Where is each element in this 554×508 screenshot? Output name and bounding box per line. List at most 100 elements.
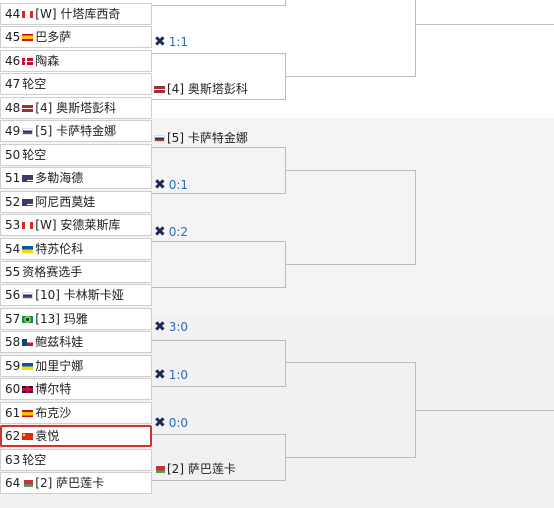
china-flag-icon (22, 433, 34, 440)
player-name: [W] 安德莱斯库 (35, 218, 121, 232)
match-score[interactable]: ✖0:2 (152, 221, 188, 243)
player-name: [2] 萨巴莲卡 (167, 462, 236, 476)
connector-line (152, 480, 286, 481)
connector-line (152, 386, 286, 387)
crossed-rackets-icon: ✖ (154, 367, 166, 383)
draw-entry-53[interactable]: 53 [W] 安德莱斯库 (0, 214, 152, 236)
usa-flag-icon (22, 175, 34, 182)
draw-position: 61 (5, 406, 21, 420)
draw-position: 63 (5, 453, 21, 467)
match-score[interactable]: ✖1:0 (152, 364, 188, 386)
player-name: 资格赛选手 (22, 265, 83, 279)
draw-position: 45 (5, 30, 21, 44)
ukraine-flag-icon (22, 363, 34, 370)
connector-line (415, 24, 554, 25)
advancing-player[interactable]: [2] 萨巴莲卡 (152, 458, 236, 480)
draw-entry-64[interactable]: 64 [2] 萨巴莲卡 (0, 472, 152, 494)
latvia-flag-icon (154, 86, 165, 93)
player-name: 巴多萨 (35, 30, 72, 44)
spain-flag-icon (22, 410, 34, 417)
player-name: [10] 卡林斯卡娅 (35, 288, 124, 302)
score-text[interactable]: 1:1 (168, 35, 189, 49)
player-name: [2] 萨巴莲卡 (35, 476, 105, 490)
draw-position: 53 (5, 218, 21, 232)
player-name: 鲍兹科娃 (35, 335, 84, 349)
score-text[interactable]: 1:0 (168, 368, 189, 382)
draw-position: 51 (5, 171, 21, 185)
player-name: 加里宁娜 (35, 359, 84, 373)
latvia-flag-icon (22, 105, 34, 112)
player-name: 袁悦 (35, 429, 60, 443)
draw-entry-45[interactable]: 45 巴多萨 (0, 26, 152, 48)
match-score[interactable]: ✖0:0 (152, 412, 188, 434)
draw-position: 49 (5, 124, 21, 138)
connector-line (152, 5, 286, 6)
score-text[interactable]: 3:0 (168, 320, 189, 334)
player-name: [W] 什塔库西奇 (35, 7, 121, 21)
draw-entry-44[interactable]: 44[W] 什塔库西奇 (0, 3, 152, 25)
draw-entry-56[interactable]: 56 [10] 卡林斯卡娅 (0, 284, 152, 306)
connector-line (285, 264, 416, 265)
connector-line (285, 0, 286, 6)
player-name: 布克沙 (35, 406, 72, 420)
player-name: [4] 奥斯塔彭科 (35, 101, 117, 115)
player-name: 阿尼西莫娃 (35, 195, 96, 209)
advancing-player[interactable]: [4] 奥斯塔彭科 (152, 78, 248, 100)
connector-line (152, 99, 286, 100)
belarus-flag-icon (22, 480, 34, 487)
draw-position: 59 (5, 359, 21, 373)
draw-position: 62 (5, 429, 21, 443)
score-text[interactable]: 0:0 (168, 416, 189, 430)
draw-entry-62[interactable]: 62 袁悦 (0, 425, 152, 447)
crossed-rackets-icon: ✖ (154, 34, 166, 50)
draw-position: 64 (5, 476, 21, 490)
draw-entry-58[interactable]: 58 鲍兹科娃 (0, 331, 152, 353)
denmark-flag-icon (22, 58, 34, 65)
usa-flag-icon (22, 199, 34, 206)
player-name: [5] 卡萨特金娜 (35, 124, 117, 138)
draw-entry-60[interactable]: 60 博尔特 (0, 378, 152, 400)
player-name: 陶森 (35, 54, 60, 68)
connector-line (152, 434, 286, 435)
advancing-player[interactable]: [5] 卡萨特金娜 (152, 127, 248, 149)
draw-entry-59[interactable]: 59 加里宁娜 (0, 355, 152, 377)
draw-position: 55 (5, 265, 21, 279)
draw-position: 47 (5, 77, 21, 91)
draw-position: 56 (5, 288, 21, 302)
match-score[interactable]: ✖0:1 (152, 174, 188, 196)
match-score[interactable]: ✖3:0 (152, 316, 188, 338)
draw-entry-61[interactable]: 61 布克沙 (0, 402, 152, 424)
czechia-flag-icon (22, 339, 34, 346)
player-name: 博尔特 (35, 382, 72, 396)
connector-line (415, 0, 416, 77)
draw-entry-48[interactable]: 48[4] 奥斯塔彭科 (0, 97, 152, 119)
russia-flag-icon (22, 128, 34, 135)
canada-flag-icon (22, 11, 34, 18)
connector-line (152, 241, 286, 242)
match-score[interactable]: ✖1:1 (152, 31, 188, 53)
canada-flag-icon (22, 222, 34, 229)
connector-line (152, 193, 286, 194)
connector-line (285, 170, 416, 171)
player-name: 多勒海德 (35, 171, 84, 185)
draw-entry-57[interactable]: 57[13] 玛雅 (0, 308, 152, 330)
draw-position: 60 (5, 382, 21, 396)
crossed-rackets-icon: ✖ (154, 177, 166, 193)
score-text[interactable]: 0:2 (168, 225, 189, 239)
player-name: 轮空 (22, 77, 47, 91)
score-text[interactable]: 0:1 (168, 178, 189, 192)
draw-position: 58 (5, 335, 21, 349)
connector-line (285, 76, 416, 77)
draw-entry-51[interactable]: 51 多勒海德 (0, 167, 152, 189)
draw-entry-49[interactable]: 49 [5] 卡萨特金娜 (0, 120, 152, 142)
connector-line (152, 147, 286, 148)
belarus-flag-icon (154, 466, 165, 473)
spain-flag-icon (22, 34, 34, 41)
